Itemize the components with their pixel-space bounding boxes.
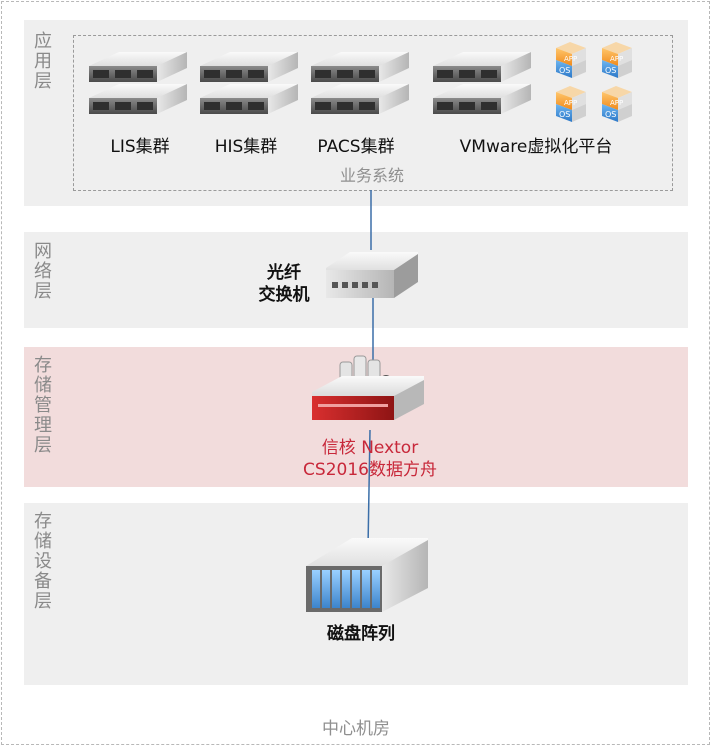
storage-device-layer-label: 存储设备层	[34, 511, 52, 612]
his-server-icon	[200, 52, 298, 114]
business-system-label: 业务系统	[339, 166, 404, 185]
link-nextor-to-disk	[367, 429, 371, 549]
lis-server-icon	[89, 52, 187, 114]
business-system-box	[73, 35, 673, 191]
vm-os-text: OS	[559, 110, 570, 119]
vm-app-text: APP	[564, 99, 577, 107]
disk-array-label: 磁盘阵列	[327, 624, 395, 644]
network-layer-label: 网络层	[34, 241, 52, 302]
storage-management-layer-label: 存储管理层	[34, 355, 52, 456]
switch-label-line2: 交换机	[258, 285, 310, 305]
vm-os-text: OS	[559, 66, 570, 75]
fiber-switch-icon	[326, 252, 418, 298]
vm-app-text: APP	[610, 99, 623, 107]
nextor-appliance-icon	[312, 355, 424, 420]
vmware-platform-label: VMware虚拟化平台	[459, 137, 613, 157]
pacs-cluster-label: PACS集群	[317, 137, 395, 157]
nextor-label-line2: CS2016数据方舟	[303, 460, 437, 480]
vm-app-text: APP	[610, 55, 623, 63]
vm-app-text: APP	[564, 55, 577, 63]
lis-cluster-label: LIS集群	[110, 137, 170, 157]
disk-array-icon	[306, 538, 428, 612]
vm-os-text: OS	[605, 66, 616, 75]
application-layer-label: 应用层	[34, 31, 52, 92]
vmware-server-icon	[433, 52, 531, 114]
vm-os-text: OS	[605, 110, 616, 119]
pacs-server-icon	[311, 52, 409, 114]
datacenter-label: 中心机房	[322, 719, 390, 739]
switch-label-line1: 光纤	[267, 263, 301, 283]
his-cluster-label: HIS集群	[214, 137, 278, 157]
nextor-label-line1: 信核 Nextor	[321, 438, 419, 458]
